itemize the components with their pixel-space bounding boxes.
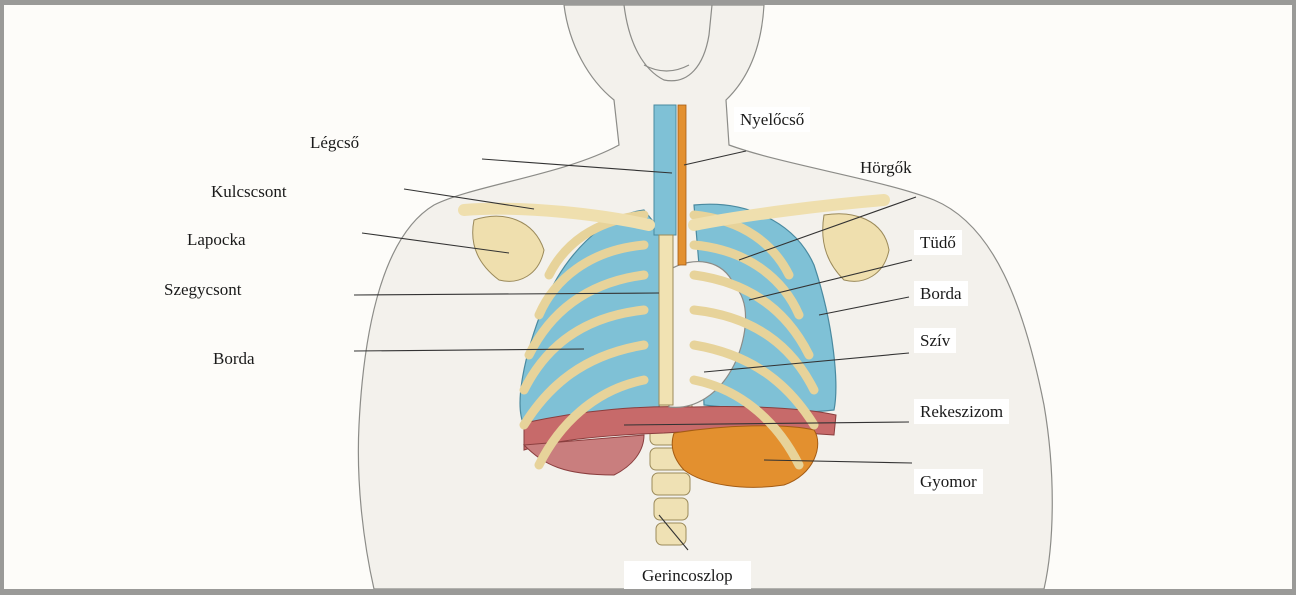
label-clavicle: Kulcscsont	[211, 183, 287, 200]
label-sternum: Szegycsont	[164, 281, 241, 298]
label-rib-left: Borda	[213, 350, 255, 367]
label-diaphragm: Rekeszizom	[914, 399, 1009, 424]
label-lung: Tüdő	[914, 230, 962, 255]
label-esophagus: Nyelőcső	[734, 107, 810, 132]
label-trachea: Légcső	[310, 134, 359, 151]
label-bronchi: Hörgők	[860, 159, 912, 176]
trachea	[654, 105, 676, 235]
label-scapula: Lapocka	[187, 231, 246, 248]
label-stomach: Gyomor	[914, 469, 983, 494]
label-spine: Gerincoszlop	[624, 561, 751, 592]
esophagus	[678, 105, 686, 265]
label-heart: Szív	[914, 328, 956, 353]
label-rib-right: Borda	[914, 281, 968, 306]
sternum	[659, 235, 673, 405]
